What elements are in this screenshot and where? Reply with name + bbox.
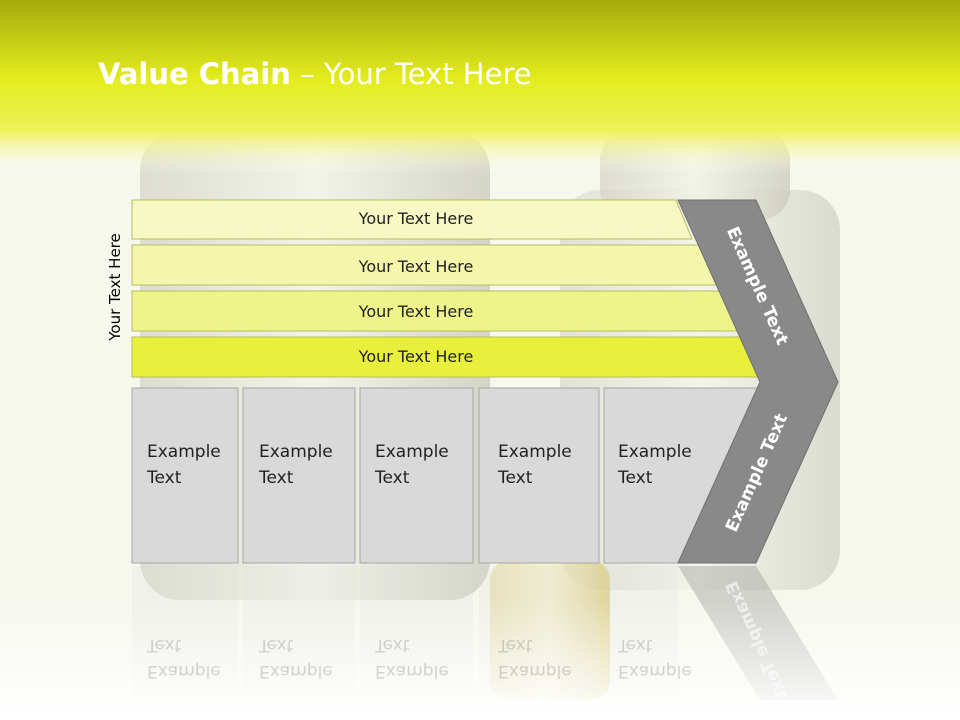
box-label-5-line1: Example [618,442,692,462]
box-reflection-text-2-line2: Text [259,635,294,655]
box-reflection-text-2: Example Text [259,632,333,684]
box-label-1-line1: Example [147,442,221,462]
box-label-4-line2: Text [498,468,533,488]
box-reflection-text-3-line2: Text [375,635,410,655]
box-label-1-line2: Text [147,468,182,488]
title-rest: – Your Text Here [290,57,532,91]
row-label-4: Your Text Here [358,347,474,366]
row-shape-1 [131,199,693,240]
box-label-2: Example Text [259,439,333,491]
row-label-3: Your Text Here [358,302,474,321]
row-label-2: Your Text Here [358,257,474,276]
box-reflection-text-1-line1: Example [147,661,221,681]
box-reflection-text-4-line1: Example [498,661,572,681]
chevron-arrow [677,199,839,564]
box-reflection-text-1-line2: Text [147,635,182,655]
box-reflection-text-5-line1: Example [618,661,692,681]
slide-title: Value Chain – Your Text Here [98,52,532,96]
box-reflection-text-4-line2: Text [498,635,533,655]
box-shape-2 [242,387,356,564]
box-label-5-line2: Text [618,468,653,488]
box-reflection-text-5: Example Text [618,632,692,684]
box-reflection-text-5-line2: Text [618,635,653,655]
box-reflection-text-3-line1: Example [375,661,449,681]
box-label-3-line1: Example [375,442,449,462]
box-label-2-line2: Text [259,468,294,488]
box-label-5: Example Text [618,439,692,491]
box-label-4-line1: Example [498,442,572,462]
box-reflection-text-3: Example Text [375,632,449,684]
box-label-1: Example Text [147,439,221,491]
box-reflection-text-2-line1: Example [259,661,333,681]
title-bold: Value Chain [98,57,291,91]
side-label: Your Text Here [106,233,124,341]
box-reflection-text-4: Example Text [498,632,572,684]
box-shape-4 [478,387,600,564]
box-shape-1 [131,387,239,564]
box-reflection-text-1: Example Text [147,632,221,684]
box-shape-3 [359,387,474,564]
box-label-4: Example Text [498,439,572,491]
row-label-1: Your Text Here [358,209,474,228]
reflection-fade [0,600,960,720]
box-label-3: Example Text [375,439,449,491]
box-label-3-line2: Text [375,468,410,488]
box-label-2-line1: Example [259,442,333,462]
header-band [0,0,960,175]
